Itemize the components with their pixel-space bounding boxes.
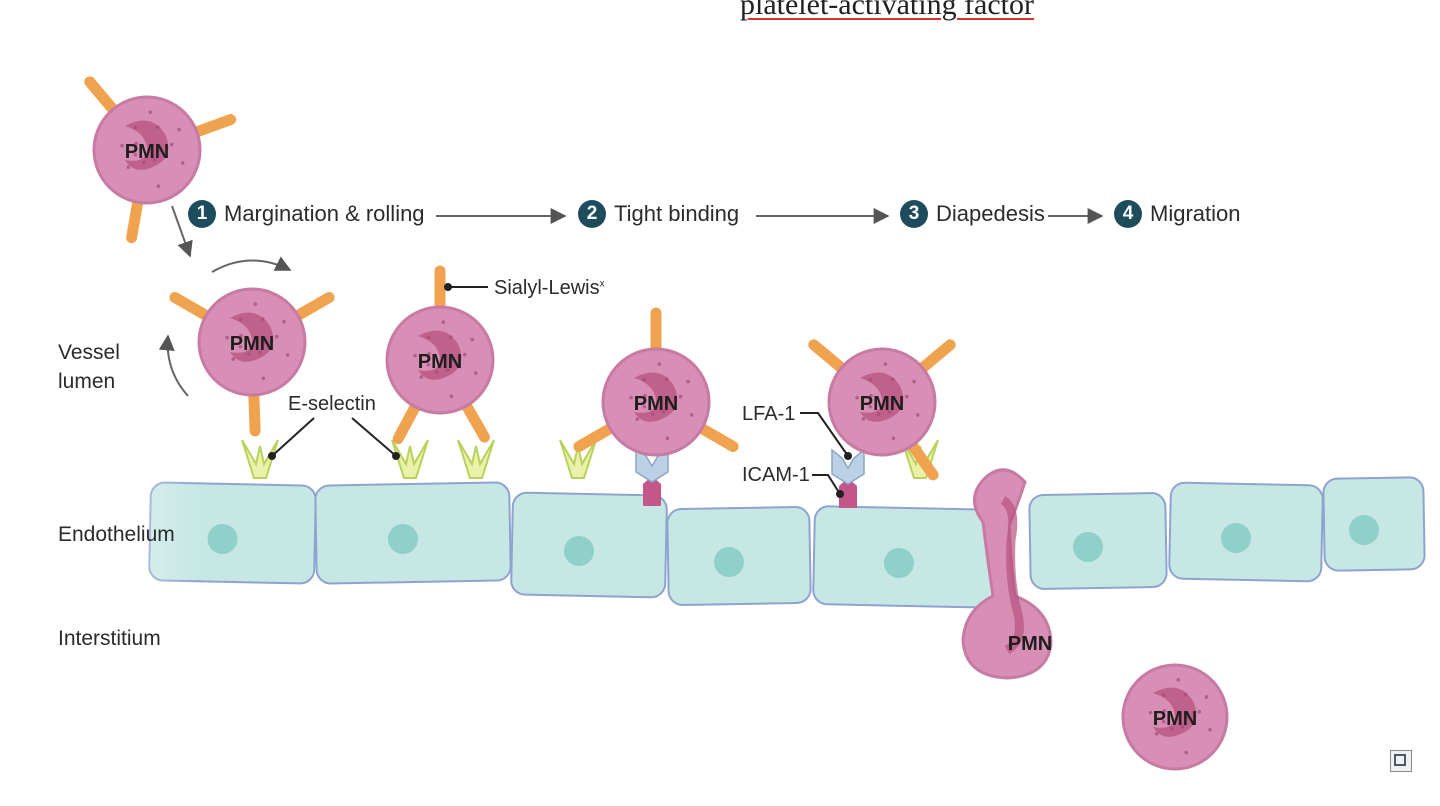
endothelial-cell: [314, 481, 512, 585]
pmn-label: PMN: [1008, 633, 1052, 655]
step-2: 2 Tight binding: [578, 200, 739, 228]
page-heading: platelet-activating factor: [740, 0, 1035, 21]
leader-lines: [268, 283, 852, 498]
sialyl-lewis-spike: [392, 397, 423, 445]
sialyl-lewis-text: Sialyl-Lewis: [494, 277, 600, 299]
pmn-nucleus: [230, 312, 274, 362]
e-selectin-label: E-selectin: [288, 393, 376, 415]
endothelium-label: Endothelium: [58, 523, 175, 546]
pmn-label: PMN: [230, 333, 274, 355]
sialyl-lewis-spike: [126, 192, 144, 244]
endothelial-nucleus: [714, 547, 744, 577]
step-1-number: 1: [188, 200, 216, 228]
step-4: 4 Migration: [1114, 200, 1240, 228]
endothelial-nucleus: [564, 536, 594, 566]
pmn-cell: PMN: [385, 265, 495, 445]
pmn-label: PMN: [860, 393, 904, 415]
step-3-label: Diapedesis: [936, 201, 1045, 226]
e-selectin-molecule: [241, 439, 279, 479]
vessel-lumen-label-line1: Vessel: [58, 341, 120, 364]
sialyl-lewis-spike: [904, 436, 939, 481]
e-selectin-molecule: [559, 439, 597, 479]
sialyl-lewis-superscript: x: [599, 278, 605, 290]
lfa-1-label: LFA-1: [742, 403, 796, 425]
pmn-label: PMN: [418, 351, 462, 373]
e-selectin-molecule: [457, 439, 495, 479]
endothelial-nucleus: [388, 524, 418, 554]
pmn-cell: PMN: [573, 307, 739, 457]
sialyl-lewis-spike: [692, 421, 739, 452]
pmn-label: PMN: [125, 141, 169, 163]
pmn-nucleus: [418, 330, 462, 380]
step-3: 3 Diapedesis: [900, 200, 1045, 228]
sialyl-lewis-label: Sialyl-Lewisx: [494, 278, 605, 298]
step-2-number: 2: [578, 200, 606, 228]
icam-1-molecule: [643, 476, 661, 506]
endothelial-cell: [666, 506, 812, 606]
pmn-cell: PMN: [84, 76, 237, 244]
endothelium-layer: [148, 476, 1426, 609]
pmn-cell: PMN: [169, 287, 335, 437]
step-3-number: 3: [900, 200, 928, 228]
pmn-nucleus: [125, 120, 169, 170]
sialyl-lewis-spike: [248, 385, 261, 437]
endothelial-cell: [1028, 492, 1168, 590]
endothelial-nucleus: [1349, 515, 1379, 545]
step-4-number: 4: [1114, 200, 1142, 228]
step-4-label: Migration: [1150, 201, 1241, 226]
sialyl-lewis-spike: [459, 396, 490, 443]
sialyl-lewis-spike: [914, 339, 956, 377]
sialyl-lewis-spike: [84, 76, 122, 118]
pmn-cells: PMN PMN PMN PMN PMN PMN PMN: [84, 76, 1229, 771]
endothelial-nucleus: [207, 524, 238, 554]
step-arrows: [158, 205, 1104, 397]
icam-1-molecule: [839, 478, 857, 508]
image-expand-icon[interactable]: [1390, 750, 1412, 772]
step-1-label: Margination & rolling: [224, 201, 425, 226]
pmn-nucleus: [860, 372, 904, 422]
icam-1-label: ICAM-1: [742, 464, 810, 486]
sialyl-lewis-spike: [187, 114, 237, 139]
pmn-cell: PMN: [1121, 663, 1229, 771]
endothelial-cell: [1168, 481, 1324, 583]
e-selectin-molecule: [391, 439, 429, 479]
pmn-cell: PMN: [808, 339, 956, 481]
step-1: 1 Margination & rolling: [188, 200, 425, 228]
endothelial-cell: [1322, 476, 1426, 572]
vessel-lumen-label-line2: lumen: [58, 370, 116, 393]
step-2-label: Tight binding: [614, 201, 740, 226]
sialyl-lewis-spike: [288, 292, 335, 323]
diapedesis-pmn: PMN: [961, 468, 1053, 680]
endothelial-nucleus: [884, 548, 914, 578]
sialyl-lewis-spike: [808, 339, 850, 377]
endothelial-nucleus: [1221, 523, 1251, 553]
endothelial-nucleus: [1073, 532, 1103, 562]
pmn-label: PMN: [1153, 708, 1197, 730]
endothelial-cell: [812, 505, 1006, 609]
pmn-nucleus: [1153, 687, 1197, 737]
pmn-label: PMN: [634, 393, 678, 415]
endothelial-cell: [510, 491, 668, 599]
sialyl-lewis-spike: [573, 421, 620, 452]
sialyl-lewis-spike: [169, 292, 216, 323]
pmn-nucleus: [634, 372, 678, 422]
interstitium-label: Interstitium: [58, 627, 161, 650]
